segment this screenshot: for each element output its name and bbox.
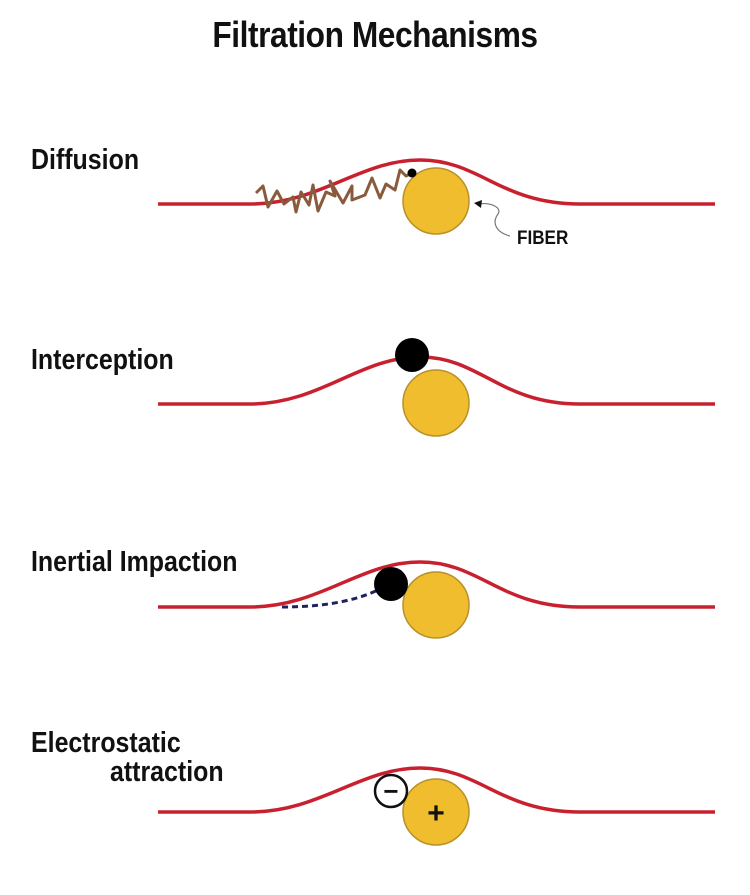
impaction-streamline (158, 560, 715, 609)
fiber-pointer (477, 203, 511, 237)
fiber-label: FIBER (517, 228, 569, 249)
interception-panel (158, 338, 715, 437)
interception-particle (395, 338, 429, 372)
positive-charge-sign: + (427, 797, 445, 830)
electrostatic-panel: − + (158, 766, 715, 846)
interception-label: Interception (31, 344, 174, 376)
diffusion-fiber (402, 167, 470, 235)
inertial-impaction-panel (158, 560, 715, 639)
page-title: Filtration Mechanisms (212, 14, 538, 55)
electrostatic-fiber (402, 778, 470, 846)
diffusion-particle (407, 168, 417, 178)
diffusion-label: Diffusion (31, 144, 140, 176)
negative-charge-sign: − (383, 776, 398, 806)
electrostatic-streamline (158, 766, 715, 814)
negative-particle (373, 773, 409, 809)
interception-fiber (402, 369, 470, 437)
impaction-particle (374, 567, 408, 601)
inertial-impaction-label: Inertial Impaction (31, 546, 238, 578)
impaction-particle-path (281, 586, 383, 609)
impaction-fiber (402, 571, 470, 639)
fiber-pointer-arrowhead (474, 200, 482, 208)
electrostatic-label-line1: Electrostatic (31, 727, 181, 759)
diffusion-panel (158, 158, 715, 237)
electrostatic-label-line2: attraction (110, 756, 224, 788)
diffusion-random-walk (254, 168, 413, 214)
